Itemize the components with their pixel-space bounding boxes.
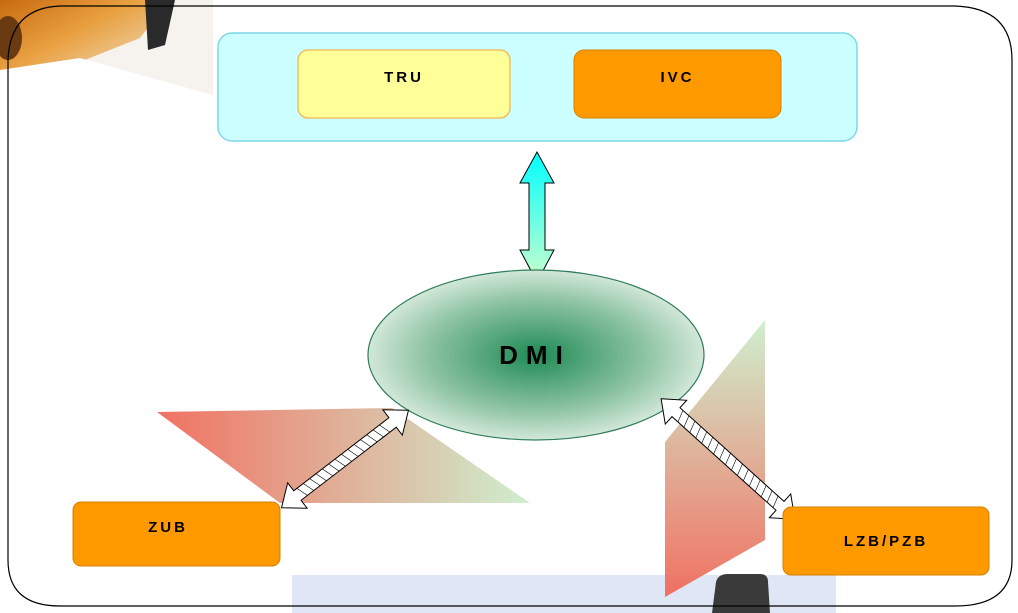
device-photo [0,0,213,108]
ivc-box [573,49,782,119]
bottom-image-strip [292,574,836,613]
tru-box [297,49,511,119]
double-arrow-vertical [519,150,555,284]
double-arrow-lzb [660,398,796,520]
dmi-ellipse [367,269,705,441]
zub-box [72,501,281,567]
right-wedge [665,320,765,597]
outer-frame [7,5,1013,607]
double-arrow-zub [280,409,410,509]
lzb-pzb-box [782,506,990,576]
